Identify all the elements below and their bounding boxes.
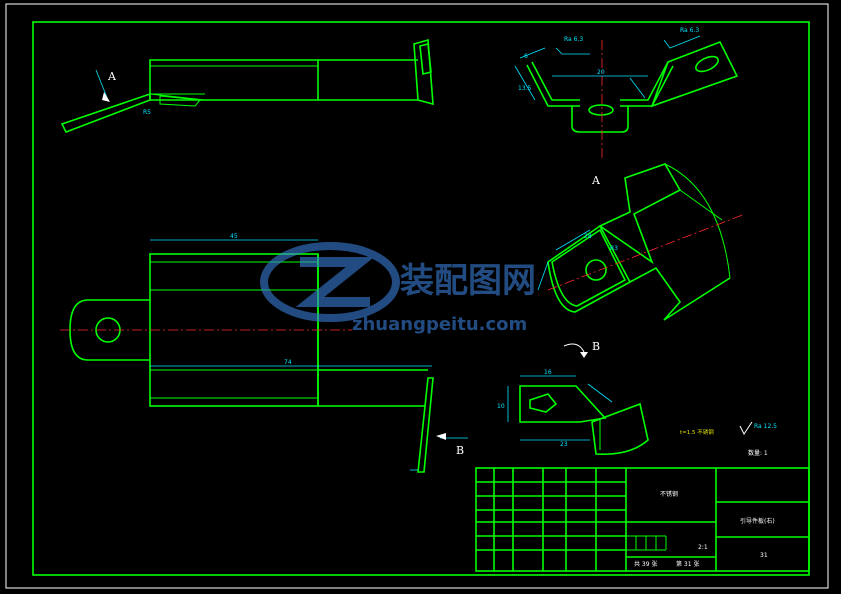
dimension-45: 45 <box>230 233 238 240</box>
roughness-3: Ra 12.5 <box>754 423 777 430</box>
dimension-r3: R3 <box>610 245 618 252</box>
dimension-20: 20 <box>597 69 605 76</box>
dimension-74: 74 <box>284 359 292 366</box>
material-label: 不锈钢 <box>660 490 678 498</box>
view-label-b-bottom: B <box>456 444 464 457</box>
watermark-url: zhuangpeitu.com <box>352 314 527 335</box>
dimension-13-5: 13.5 <box>518 85 532 92</box>
section-view-a <box>514 35 739 158</box>
dimension-10: 10 <box>497 403 505 410</box>
watermark-logo-icon <box>260 242 400 322</box>
dimension-r5: R5 <box>143 109 151 116</box>
unfolded-view <box>537 163 746 321</box>
outer-border <box>5 3 829 589</box>
roughness-1: Ra 6.3 <box>564 36 583 43</box>
sheet-number: 第 31 张 <box>676 560 699 568</box>
dimension-23: 23 <box>560 441 568 448</box>
view-label-a-right: A <box>591 174 601 187</box>
quantity-note: 数量: 1 <box>748 449 768 457</box>
roughness-2: Ra 6.3 <box>680 27 699 34</box>
total-sheets: 共 39 张 <box>634 560 657 568</box>
dimension-6: 6 <box>524 53 528 60</box>
watermark-brand: 装配图网 <box>400 261 536 301</box>
scale-value: 2:1 <box>698 544 708 551</box>
watermark: 装配图网 zhuangpeitu.com <box>260 242 536 335</box>
technical-note: t=1.5 不锈钢 <box>680 428 714 436</box>
inner-frame <box>32 21 810 576</box>
front-view <box>60 239 468 473</box>
view-label-b-mid: B <box>592 340 600 353</box>
side-view <box>60 38 434 134</box>
view-label-a-top: A <box>107 70 117 83</box>
part-name: 引导件板(右) <box>740 517 775 525</box>
dimension-16: 16 <box>544 369 552 376</box>
detail-view-b <box>507 343 649 456</box>
drawing-number: 31 <box>760 552 768 559</box>
dimension-28: 28 <box>584 233 592 240</box>
title-block <box>475 467 810 572</box>
